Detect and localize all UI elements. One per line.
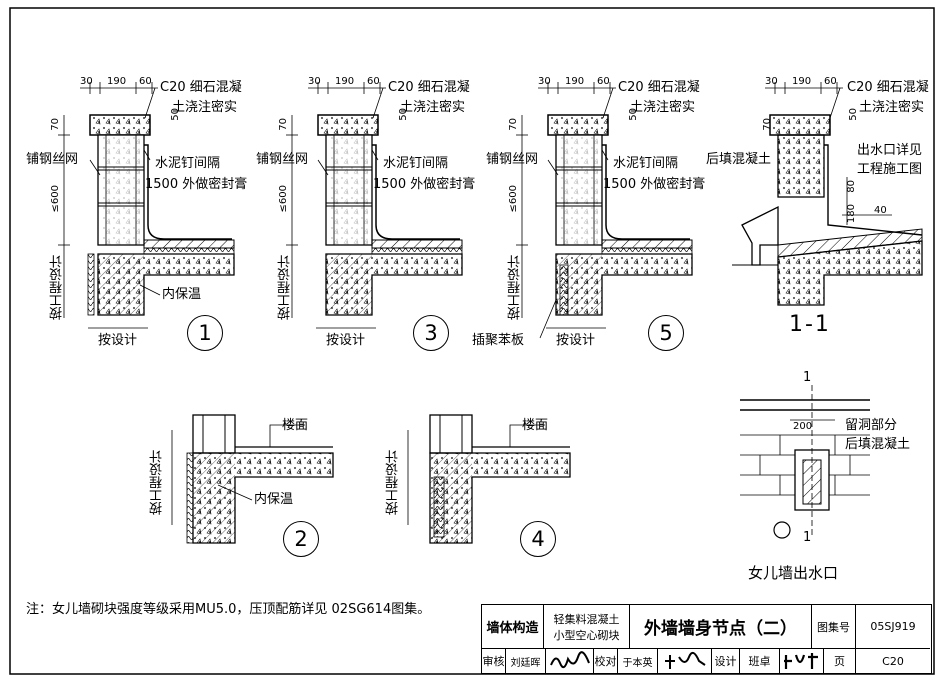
by-design-vertical: 按工程设计 [278,255,293,320]
by-design-horizontal: 按设计 [556,333,596,348]
hole-label-2: 后填混凝土 [845,437,911,452]
hole-label-1: 留洞部分 [845,418,898,433]
wire-mesh-label: 铺钢丝网 [486,152,539,167]
outlet-detail-label-1: 出水口详见 [857,143,923,158]
review-label: 审核 [482,649,506,673]
dim-50: 50 [848,108,859,121]
seal-label: 1500 外做密封膏 [603,177,706,192]
dim-80: 80 [846,180,857,193]
detail-3-drawing [317,114,463,316]
nail-label: 水泥钉间隔 [613,156,679,171]
section-1-1-title: 1-1 [789,312,831,337]
sheet-title: 外墙墙身节点（二） [630,605,812,649]
detail-3-marker: 3 [413,315,449,351]
page-label: 页 [824,649,856,673]
by-design-vertical: 按工程设计 [508,255,523,320]
dim-30: 30 [538,76,551,87]
lower-dimension-lines [171,424,545,525]
outlet-elevation-drawing [740,385,870,539]
detail-4-marker: 4 [520,521,556,557]
dim-70: 70 [762,118,773,131]
detail-2-marker: 2 [283,521,319,557]
subcategory-line-1: 轻集料混凝土 [553,612,620,626]
dim-70: 70 [278,118,289,131]
detail-5-marker: 5 [648,315,684,351]
seal-label: 1500 外做密封膏 [373,177,476,192]
c20-label-line2: 土浇注密实 [630,100,696,115]
c20-label-line2: 土浇注密实 [172,100,238,115]
check-label: 校对 [594,649,618,673]
dim-60: 60 [597,76,610,87]
by-design-horizontal: 按设计 [326,333,366,348]
by-design-vertical: 按工程设计 [386,450,401,515]
floor-label: 楼面 [282,418,309,433]
dim-600: ≤600 [50,185,61,213]
atlas-number: 05SJ919 [856,605,930,649]
wire-mesh-label: 铺钢丝网 [26,152,79,167]
dim-70: 70 [508,118,519,131]
nail-label: 水泥钉间隔 [383,156,449,171]
dim-190: 190 [565,76,585,87]
dim-180: 180 [846,204,857,224]
floor-label: 楼面 [522,418,549,433]
reviewer-signature [546,649,594,673]
detail-2-drawing [186,414,334,544]
dim-30: 30 [80,76,93,87]
inner-insulation-label: 内保温 [254,492,294,507]
designer-name: 班卓 [740,649,780,673]
dim-190: 190 [335,76,355,87]
by-design-vertical: 按工程设计 [50,255,65,320]
c20-label-line1: C20 细石混凝 [160,80,242,95]
section-1-1-drawing [732,114,923,306]
subcategory-cell: 轻集料混凝土 小型空心砌块 [544,605,630,649]
detail-5-drawing [547,114,693,316]
category-cell: 墙体构造 [482,605,544,649]
general-note: 注：女儿墙砌块强度等级采用MU5.0，压顶配筋详见 02SG614图集。 [26,602,431,617]
by-design-horizontal: 按设计 [98,333,138,348]
inner-insulation-label: 内保温 [162,287,202,302]
design-label: 设计 [712,649,740,673]
dim-70: 70 [50,118,61,131]
dim-30: 30 [765,76,778,87]
top-dimension-lines [58,82,843,339]
page-number: C20 [882,654,904,668]
outlet-title: 女儿墙出水口 [748,564,839,582]
checker-signature [658,649,712,673]
outlet-detail-label-2: 工程施工图 [857,162,923,177]
detail-4-drawing [429,414,571,544]
nail-label: 水泥钉间隔 [155,156,221,171]
c20-label-line1: C20 细石混凝 [388,80,470,95]
backfill-label: 后填混凝土 [706,152,772,167]
dim-600: ≤600 [508,185,519,213]
checker-name: 于本英 [618,649,658,673]
dim-30: 30 [308,76,321,87]
seal-label: 1500 外做密封膏 [145,177,248,192]
section-mark-top: 1 [803,370,812,385]
dim-60: 60 [139,76,152,87]
dim-600: ≤600 [278,185,289,213]
reviewer-name: 刘廷晖 [506,649,546,673]
c20-label-line1: C20 细石混凝 [847,80,929,95]
dim-190: 190 [107,76,127,87]
detail-1-marker: 1 [187,315,223,351]
atlas-label: 图集号 [812,605,856,649]
c20-label-line2: 土浇注密实 [859,100,925,115]
detail-1-drawing [87,114,235,316]
dim-200: 200 [793,421,813,432]
by-design-vertical: 按工程设计 [150,450,165,515]
dim-60: 60 [367,76,380,87]
title-block: 墙体构造 轻集料混凝土 小型空心砌块 外墙墙身节点（二） 图集号 05SJ919… [481,604,932,674]
dim-60: 60 [824,76,837,87]
wire-mesh-label: 铺钢丝网 [256,152,309,167]
dim-190: 190 [792,76,812,87]
polystyrene-label: 插聚苯板 [472,333,525,348]
subcategory-line-2: 小型空心砌块 [553,628,620,642]
section-mark-bottom: 1 [803,530,812,545]
c20-label-line1: C20 细石混凝 [618,80,700,95]
c20-label-line2: 土浇注密实 [400,100,466,115]
designer-signature [780,649,824,673]
dim-40: 40 [874,205,887,216]
